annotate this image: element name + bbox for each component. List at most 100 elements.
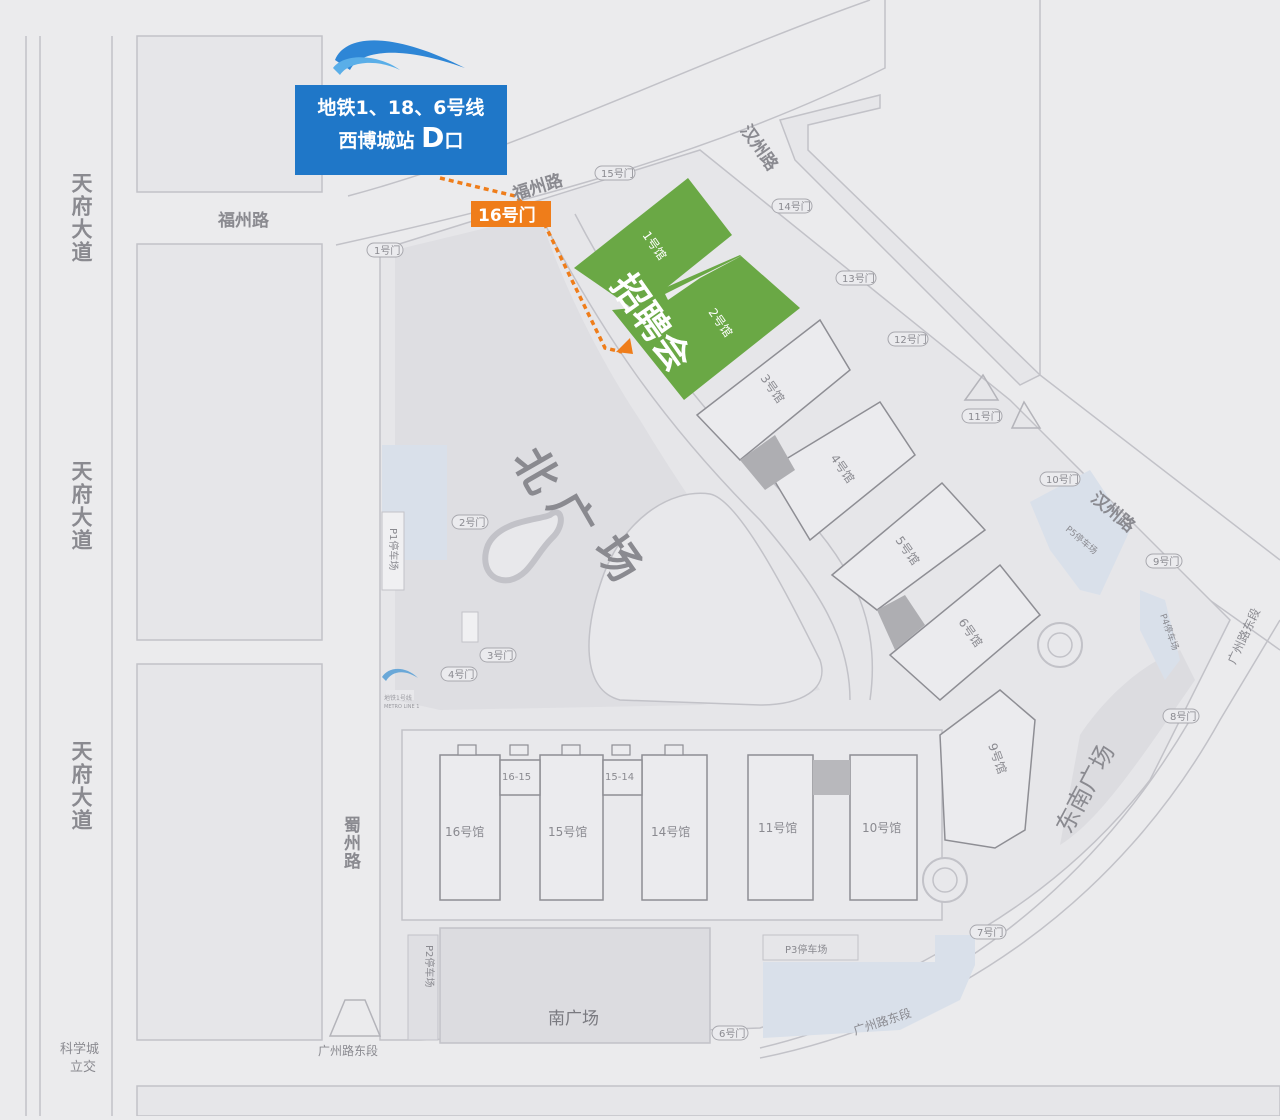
metro-exit-letter: D (421, 121, 445, 154)
road-shuzhou-label: 蜀州路 (340, 816, 360, 870)
parking-p3-area (763, 935, 975, 1038)
hall-14-label: 14号馆 (651, 824, 690, 839)
road-tianfu-1-label: 天府大道 (69, 172, 93, 264)
hall-9-block (939, 689, 1036, 849)
south-plaza-area (439, 927, 711, 1044)
east-halls (695, 318, 1042, 849)
gate-13[interactable]: 13号门 (835, 270, 877, 286)
hall-2-event-block (612, 255, 800, 400)
hall-11-label: 11号馆 (758, 820, 797, 835)
plaza-south-label: 南广场 (548, 1009, 599, 1029)
hall-15-label: 15号馆 (548, 824, 587, 839)
gate-14[interactable]: 14号门 (771, 198, 813, 214)
svg-text:2号门: 2号门 (459, 516, 485, 529)
gate-2[interactable]: 2号门 (451, 514, 489, 530)
road-tianfu-3-label: 天府大道 (69, 740, 93, 832)
gate-6[interactable]: 6号门 (711, 1025, 749, 1041)
svg-text:16号门: 16号门 (478, 205, 536, 226)
svg-text:9号门: 9号门 (1153, 555, 1179, 568)
hall-10-label: 10号馆 (862, 820, 901, 835)
hall-5-block (830, 481, 987, 611)
triangle-marker-icon (616, 338, 633, 354)
gate-11[interactable]: 11号门 (961, 408, 1003, 424)
gate-8[interactable]: 8号门 (1162, 708, 1200, 724)
metro-station-name: 西博城站 (338, 130, 422, 152)
southeast-road-edge (759, 619, 1280, 1059)
hall-6-block (888, 563, 1042, 701)
metro-small-logo-icon (382, 668, 418, 681)
svg-text:7号门: 7号门 (977, 926, 1003, 939)
dark-connector (813, 760, 850, 795)
hall-11-block (747, 754, 814, 901)
metro-info-box: 地铁1、18、6号线 西博城站 D口 (295, 85, 507, 175)
svg-text:13号门: 13号门 (842, 272, 875, 285)
block-west-middle (136, 243, 323, 641)
block-northwest (136, 35, 323, 193)
hall-16-15-label: 16-15 (502, 772, 531, 783)
road-hanzhou-north: 汉州路 (736, 121, 783, 176)
svg-text:1号门: 1号门 (374, 244, 400, 257)
hall-16-label: 16号馆 (445, 824, 484, 839)
hall-15-14-label: 15-14 (605, 772, 634, 783)
parking-p2-label: P2停车场 (423, 945, 436, 987)
lawn-oval (588, 492, 823, 706)
road-kexuecheng-1: 科学城 (60, 1041, 99, 1057)
svg-text:14号门: 14号门 (778, 200, 811, 213)
road-fuzhou-west: 福州路 (217, 210, 270, 231)
metro-exit-suffix: 口 (444, 130, 464, 152)
fuzhou-road-edge (335, 0, 886, 246)
city-blocks (136, 35, 1280, 1117)
northeast-building-strip (779, 94, 1042, 386)
parking-p3-label: P3停车场 (785, 943, 827, 956)
svg-text:4号门: 4号门 (448, 668, 474, 681)
hall-15-block (539, 754, 604, 901)
svg-text:8号门: 8号门 (1170, 710, 1196, 723)
pond (482, 509, 564, 584)
gate-1[interactable]: 1号门 (366, 242, 404, 258)
svg-text:10号门: 10号门 (1046, 473, 1079, 486)
svg-text:15号门: 15号门 (601, 167, 634, 180)
southeast-plaza-area (1060, 650, 1195, 845)
hanzhou-road-edge-2 (1039, 374, 1280, 561)
hall-4-block (766, 400, 917, 542)
parking-p2-area (407, 934, 439, 1041)
roundabout-1 (1037, 622, 1083, 668)
hall-15-14-block (602, 759, 643, 796)
gates: 1号门 2号门 3号门 4号门 6号门 7号门 8号门 9号门 10号门 11号… (366, 165, 1200, 1041)
gate-4[interactable]: 4号门 (440, 666, 478, 682)
hall-10-block (849, 754, 918, 901)
south-halls (439, 754, 918, 901)
metro-lines-label: 地铁1、18、6号线 (317, 97, 485, 119)
block-west-south (136, 663, 323, 1041)
tianfu-avenue-lines (25, 36, 113, 1116)
gate-3[interactable]: 3号门 (479, 647, 517, 663)
road-guangzhou-east-1: 广州路东段 (318, 1043, 378, 1058)
gate-16-badge[interactable]: 16号门 (471, 201, 551, 227)
gate-12[interactable]: 12号门 (887, 331, 929, 347)
roundabout-2 (922, 857, 968, 903)
gate-7[interactable]: 7号门 (969, 924, 1007, 940)
hall-16-15-block (499, 759, 541, 796)
svg-text:11号门: 11号门 (968, 410, 1001, 423)
road-tianfu-2-label: 天府大道 (69, 460, 93, 552)
metro-line1-en: METRO LINE 1 (384, 704, 419, 710)
parking-p4-area (1140, 590, 1180, 680)
hall-3-block (695, 318, 851, 462)
gate-10[interactable]: 10号门 (1039, 471, 1081, 487)
svg-text:3号门: 3号门 (487, 649, 513, 662)
svg-text:12号门: 12号门 (894, 333, 927, 346)
gate-9[interactable]: 9号门 (1145, 553, 1183, 569)
metro-station-label: 西博城站 D口 (295, 121, 507, 158)
parking-p5-area (1030, 470, 1130, 595)
parking-p1-label: P1停车场 (387, 528, 400, 570)
hall-1-event-block (574, 178, 732, 308)
metro-wave-logo-icon (333, 40, 465, 75)
gate-15[interactable]: 15号门 (594, 165, 636, 181)
metro-line1-small: 地铁1号线 (384, 694, 412, 702)
hall-14-block (641, 754, 708, 901)
block-south-strip (136, 1085, 1280, 1117)
event-halls (574, 178, 800, 400)
road-kexuecheng-2: 立交 (70, 1059, 96, 1075)
